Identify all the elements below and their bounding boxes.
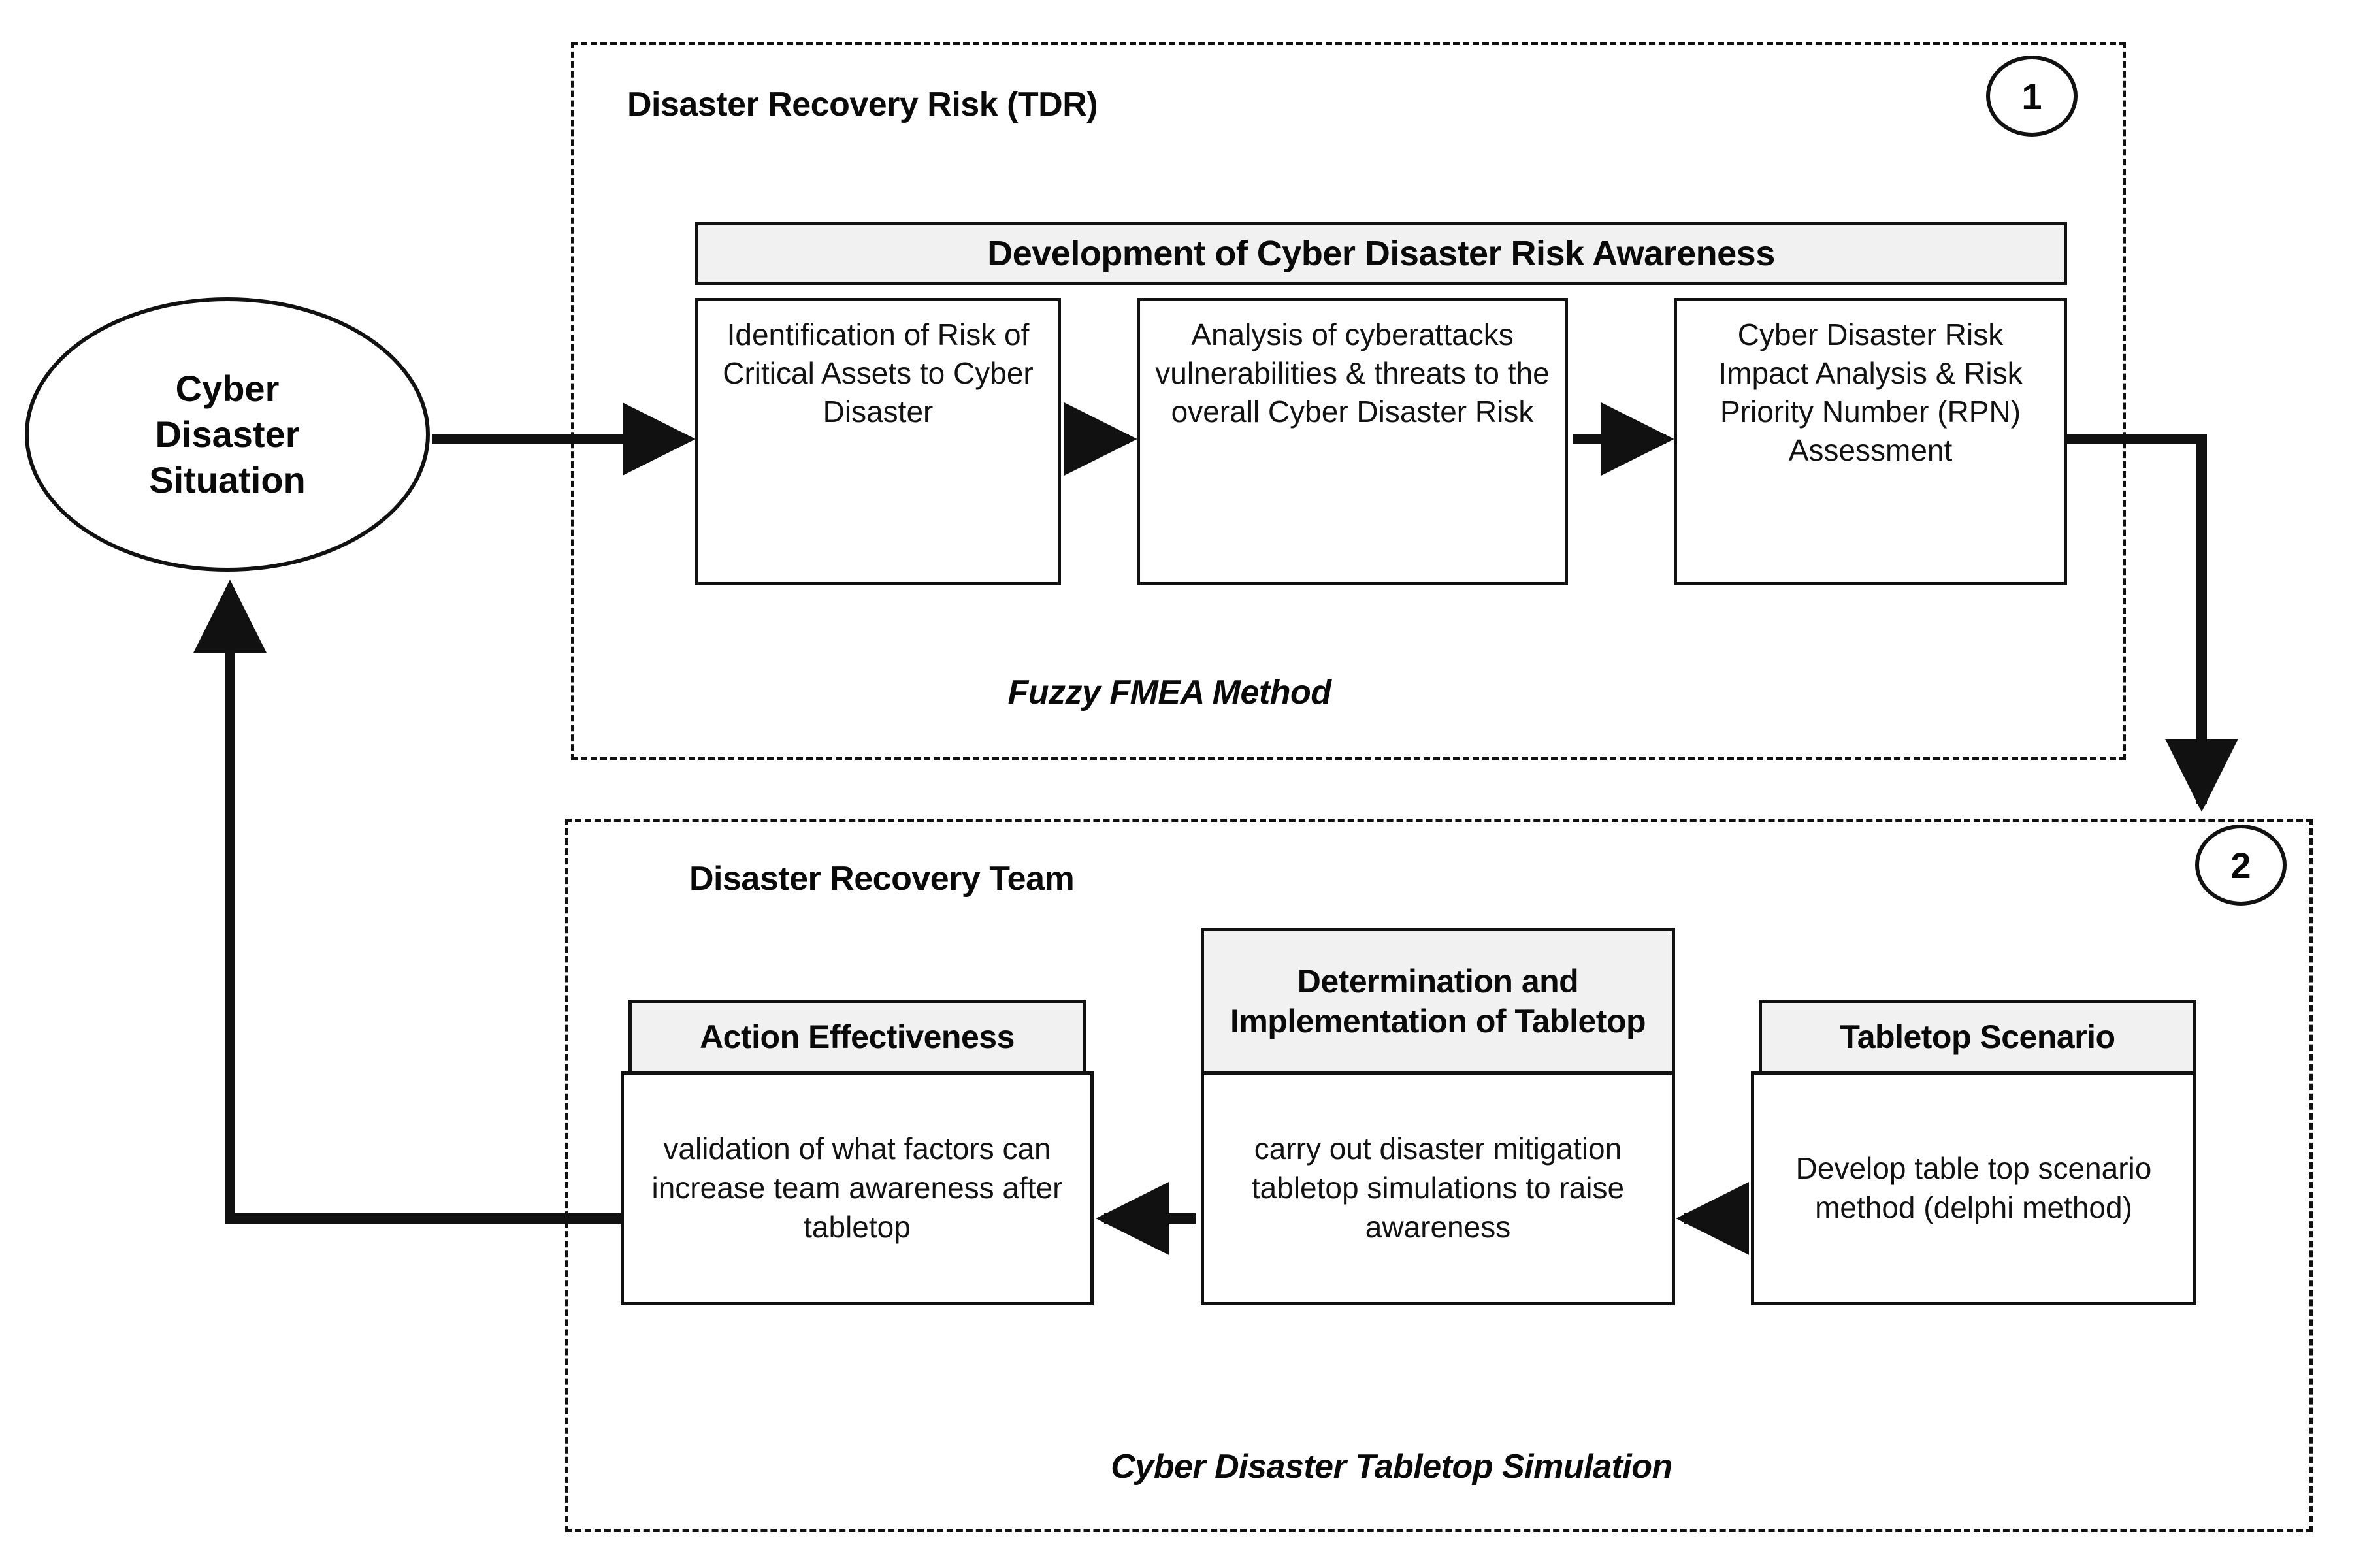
- start-node-label: Cyber Disaster Situation: [149, 368, 306, 500]
- start-node-cyber-disaster-situation[interactable]: Cyber Disaster Situation: [25, 297, 430, 572]
- group-title-tdr: Disaster Recovery Risk (TDR): [627, 86, 1098, 123]
- card-body-tabletop-scenario: Develop table top scenario method (delph…: [1751, 1071, 2196, 1305]
- process-box-analysis-of-cyberattacks[interactable]: Analysis of cyberattacks vulnerabilities…: [1137, 298, 1568, 585]
- process-box-risk-impact-analysis-rpn[interactable]: Cyber Disaster Risk Impact Analysis & Ri…: [1674, 298, 2067, 585]
- connector-action-to-situation: [193, 580, 621, 1224]
- step-badge-1: 1: [1986, 56, 2078, 137]
- group-caption-fuzzy-fmea: Fuzzy FMEA Method: [1007, 674, 1331, 711]
- card-determination-implementation-tabletop[interactable]: Determination and Implementation of Tabl…: [1201, 928, 1675, 1305]
- group-container-team: [565, 819, 2313, 1532]
- banner-development-of-cyber-disaster-risk-awareness: Development of Cyber Disaster Risk Aware…: [695, 222, 2067, 285]
- card-body-determination-implementation-tabletop: carry out disaster mitigation tabletop s…: [1201, 1071, 1675, 1305]
- card-action-effectiveness[interactable]: Action Effectiveness validation of what …: [621, 1000, 1094, 1305]
- group-caption-cyber-disaster-tabletop-simulation: Cyber Disaster Tabletop Simulation: [1111, 1448, 1672, 1486]
- card-tabletop-scenario[interactable]: Tabletop Scenario Develop table top scen…: [1751, 1000, 2196, 1305]
- step-badge-2: 2: [2195, 825, 2287, 906]
- group-container-tdr: [571, 42, 2126, 760]
- card-header-tabletop-scenario: Tabletop Scenario: [1759, 1000, 2196, 1075]
- card-header-determination-implementation-tabletop: Determination and Implementation of Tabl…: [1201, 928, 1675, 1075]
- group-title-team: Disaster Recovery Team: [689, 860, 1075, 898]
- card-body-action-effectiveness: validation of what factors can increase …: [621, 1071, 1094, 1305]
- card-header-action-effectiveness: Action Effectiveness: [628, 1000, 1086, 1075]
- process-box-identification-of-risk[interactable]: Identification of Risk of Critical Asset…: [695, 298, 1061, 585]
